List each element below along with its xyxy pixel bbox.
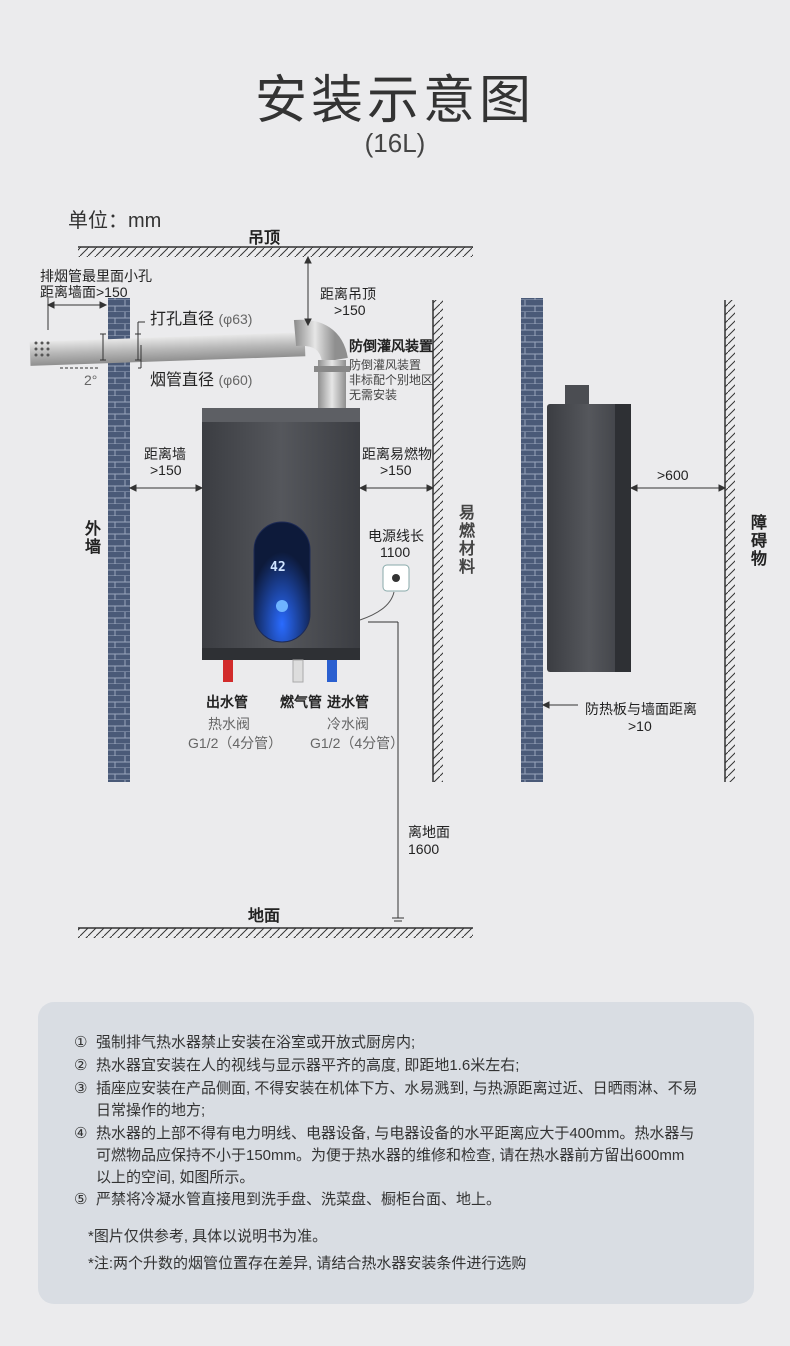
power-cord-label: 电源线长 [368,528,424,544]
flue-pipe [29,319,350,410]
backflow-line-2: 非标配个别地区 [349,373,434,387]
inlet-valve: 冷水阀 [327,716,369,732]
diameter-markers [60,321,145,369]
floor-dist-label: 离地面 [408,824,450,840]
inlet-label: 进水管 [327,694,369,710]
inlet-spec: G1/2（4分管） [310,735,405,751]
floor-line [78,927,473,938]
outer-wall-brick [108,298,130,782]
front-dist-dim [541,484,727,709]
heatshield-value: >10 [628,718,652,734]
exhaust-dim [46,298,108,330]
flammable-wall [432,300,443,782]
floor-dist-dim [368,621,404,922]
ceiling-line [78,246,473,257]
power-cord-value: 1100 [380,544,411,560]
backflow-line-1: 防倒灌风装置 [349,358,422,372]
side-wall-brick [521,298,543,782]
angle-label: 2° [84,372,98,388]
floor-dist-value: 1600 [408,841,440,857]
gas-label: 燃气管 [280,694,322,710]
notes-panel [38,1002,754,1304]
page-subtitle: (16L) [364,128,426,158]
outlet-spec: G1/2（4分管） [188,735,283,751]
installation-diagram [29,246,735,938]
ceiling-label: 吊顶 [248,230,281,247]
outlet-label: 出水管 [206,694,248,710]
page-title: 安装示意图 [254,72,535,130]
dist-wall-value: >150 [150,462,182,478]
outer-wall-label: 外墙 [82,520,99,556]
water-heater-side [547,385,631,672]
backflow-line-3: 无需安装 [349,388,398,402]
dist-ceiling-label: 距离吊顶 [320,286,376,302]
dist-wall-label: 距离墙 [144,446,186,462]
exhaust-hole-label-2: 距离墙面>150 [40,284,128,300]
dist-ceiling-value: >150 [334,302,366,318]
ceiling-dim [304,255,312,327]
floor-label: 地面 [248,908,281,925]
obstacle-label: 障碍物 [748,514,765,568]
power-socket [359,564,410,621]
dist-flammable-value: >150 [380,462,412,478]
water-heater-front [202,408,360,660]
flammable-label: 易燃材料 [456,504,473,576]
display-temperature: 42 [270,560,286,575]
footnote: *图片仅供参考, 具体以说明书为准。 [88,1228,328,1245]
backflow-title: 防倒灌风装置 [349,338,433,354]
water-pipes [223,659,337,683]
heatshield-label: 防热板与墙面距离 [585,701,697,717]
dist-flammable-label: 距离易燃物 [362,446,432,462]
outlet-valve: 热水阀 [208,716,250,732]
flue-diameter-label: 烟管直径 (φ60) [150,372,253,389]
front-dist-value: >600 [657,467,689,483]
footnote: *注:两个升数的烟管位置存在差异, 请结合热水器安装条件进行选购 [88,1255,527,1272]
unit-label: 单位：mm [68,210,162,232]
wall-dist-dim [128,484,435,492]
hole-diameter-label: 打孔直径 (φ63) [150,311,253,328]
obstacle-wall [724,300,735,782]
exhaust-hole-label-1: 排烟管最里面小孔 [40,268,152,284]
